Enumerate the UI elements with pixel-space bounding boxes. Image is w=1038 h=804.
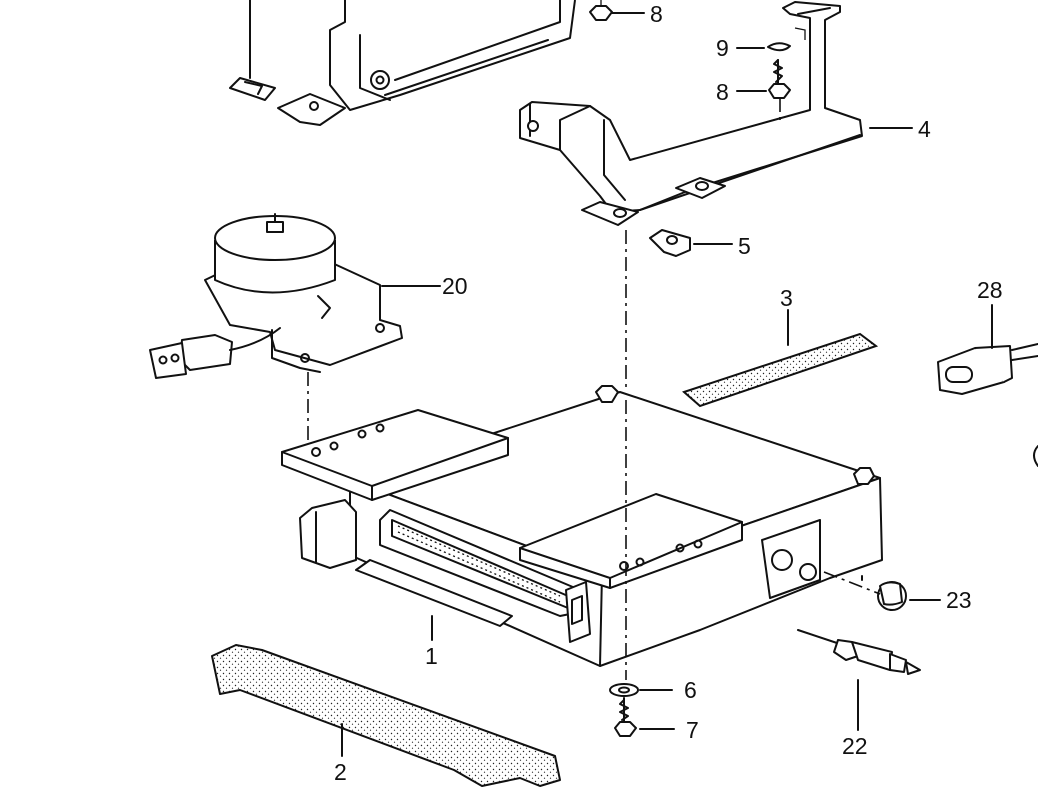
label-part-9: 9 xyxy=(716,35,729,61)
label-part-6: 6 xyxy=(684,677,697,703)
part-6-washer xyxy=(609,683,673,697)
part-5-clip-nut xyxy=(649,229,733,257)
label-part-20: 20 xyxy=(442,273,468,299)
part-23-plug xyxy=(877,581,941,611)
label-part-22: 22 xyxy=(842,733,868,759)
part-22-sensor xyxy=(797,629,921,731)
label-part-4: 4 xyxy=(918,116,931,142)
part-2-foam-pad xyxy=(211,644,561,787)
part-28-connector xyxy=(937,304,1038,467)
assembly-lines xyxy=(307,98,881,680)
label-part-8-top: 8 xyxy=(650,1,663,27)
label-part-7: 7 xyxy=(686,717,699,743)
label-part-5: 5 xyxy=(738,233,751,259)
part-3-foam-strip xyxy=(682,309,879,408)
upper-left-bracket xyxy=(229,0,576,126)
part-7-screw xyxy=(614,697,675,737)
part-1-control-unit xyxy=(281,385,883,667)
label-part-1: 1 xyxy=(425,643,438,669)
label-part-3: 3 xyxy=(780,285,793,311)
part-4-bracket xyxy=(519,1,863,226)
part-20-motor xyxy=(149,213,441,379)
label-part-8: 8 xyxy=(716,79,729,105)
label-part-2: 2 xyxy=(334,759,347,785)
part-9-washer xyxy=(736,42,791,52)
label-part-28: 28 xyxy=(977,277,1003,303)
label-part-23: 23 xyxy=(946,587,972,613)
part-8-screw xyxy=(736,59,791,99)
part-8-nut-top xyxy=(589,0,645,21)
